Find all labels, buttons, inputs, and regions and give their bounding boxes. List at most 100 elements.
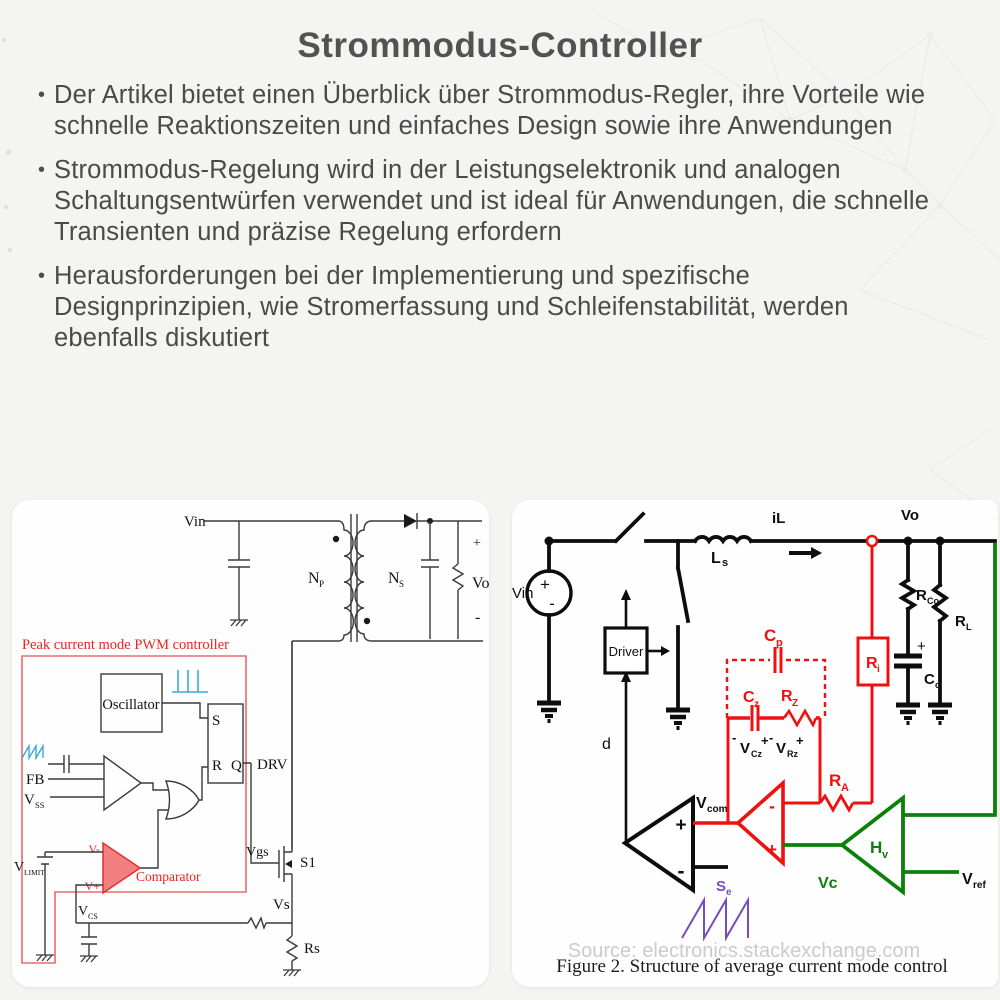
vcom-sub: com — [707, 804, 728, 815]
output-branches — [894, 539, 952, 723]
bullet-item: • Der Artikel bietet einen Überblick übe… — [38, 80, 933, 142]
bullet-list: • Der Artikel bietet einen Überblick übe… — [38, 80, 933, 367]
svg-text:V: V — [776, 740, 786, 757]
error-amp-triangle — [103, 754, 143, 812]
duty-label: d — [602, 736, 611, 753]
vlimit-sub: LIMIT — [24, 868, 45, 877]
sense-node — [865, 534, 879, 548]
latch-s-label: S — [212, 713, 220, 729]
se-label: S — [716, 878, 726, 895]
fb-label: FB — [26, 772, 44, 788]
se-sawtooth-waveform — [681, 896, 749, 942]
controller-box-outline — [21, 655, 247, 964]
vc-label: Vc — [818, 875, 838, 892]
bullet-text: Der Artikel bietet einen Überblick über … — [54, 81, 926, 140]
driver-label: Driver — [609, 644, 644, 659]
average-current-mode-diagram-card: + - Vin L s iL Vo Driver d + - V com S e… — [512, 500, 998, 987]
rz-sub: Z — [792, 698, 798, 709]
svg-text:+: + — [796, 733, 804, 748]
rl-label: R — [955, 613, 966, 630]
vin-label: Vin — [512, 585, 533, 602]
cp-sub: p — [776, 637, 783, 649]
out-minus-label: - — [475, 609, 480, 626]
oscillator-label: Oscillator — [102, 697, 159, 713]
or-gate — [164, 780, 200, 820]
vref-label: V — [962, 871, 973, 888]
bullet-text: Herausforderungen bei der Implementierun… — [54, 262, 849, 352]
svg-text:V: V — [740, 740, 750, 757]
clock-pulses-waveform — [172, 670, 208, 693]
source-minus: - — [549, 594, 555, 613]
rs-label: Rs — [304, 941, 320, 957]
controller-box-title: Peak current mode PWM controller — [22, 637, 229, 653]
cea-minus: - — [769, 796, 775, 816]
vss-sub: SS — [35, 800, 45, 810]
vo-label: Vo — [901, 507, 919, 524]
vin-label: Vin — [184, 514, 206, 530]
ra-sub: A — [841, 782, 849, 794]
np-label: N — [308, 570, 320, 587]
svg-text:-: - — [732, 730, 736, 745]
ra-label: R — [829, 771, 841, 790]
rco-sub: Co — [927, 596, 939, 606]
vss-label: V — [24, 792, 35, 808]
vcs-label: V — [78, 904, 88, 919]
average-current-mode-diagram: + - Vin L s iL Vo Driver d + - V com S e… — [512, 507, 997, 977]
vo-label: Vo — [472, 575, 489, 592]
cea-plus: + — [767, 840, 777, 859]
svg-text:Rz: Rz — [787, 749, 798, 759]
bullet-marker: • — [38, 265, 46, 287]
il-label: iL — [772, 510, 785, 527]
driver-arrows — [624, 598, 661, 843]
ls-label: L — [711, 550, 721, 567]
vcz-vrz-labels: - V Cz + - V Rz + — [732, 730, 804, 759]
ri-sub: i — [877, 664, 880, 675]
co-sub: o — [935, 680, 941, 690]
buck-power-stage — [525, 511, 997, 728]
source-plus: + — [540, 575, 550, 594]
co-label: C — [924, 671, 935, 688]
bullet-item: • Strommodus-Regelung wird in der Leistu… — [38, 155, 933, 248]
current-comparator-triangle — [102, 841, 142, 895]
bullet-marker: • — [38, 84, 46, 106]
cz-label: C — [743, 689, 755, 706]
vcom-label: V — [696, 795, 707, 812]
rco-label: R — [916, 587, 927, 604]
ns-sub: S — [399, 579, 404, 589]
latch-q-label: Q — [231, 758, 242, 774]
ns-label: N — [388, 570, 400, 587]
pwm-plus: + — [675, 815, 686, 836]
co-plus: + — [917, 638, 926, 655]
vref-sub: ref — [973, 880, 986, 891]
mosfet-s1 — [278, 641, 293, 923]
v-plus-label: V+ — [85, 879, 101, 893]
page-title: Strommodus-Controller — [297, 26, 703, 65]
vlimit-label: V — [14, 860, 24, 875]
cz-sub: z — [754, 699, 759, 710]
bullet-text: Strommodus-Regelung wird in der Leistung… — [54, 156, 930, 246]
source-watermark: Source: electronics.stackexchange.com — [568, 940, 920, 962]
peak-current-mode-diagram-card: Vin N P N S + Vo - Peak current mode PWM… — [12, 500, 489, 987]
se-sub: e — [726, 887, 732, 898]
hv-amp-triangle — [838, 794, 905, 896]
hv-sub: v — [882, 849, 889, 861]
figure-caption: Figure 2. Structure of average current m… — [556, 956, 947, 977]
rl-sub: L — [966, 622, 972, 632]
vs-label: Vs — [273, 897, 290, 913]
sr-latch-box — [207, 703, 244, 784]
bullet-marker: • — [38, 159, 46, 181]
latch-r-label: R — [212, 758, 222, 774]
svg-text:Cz: Cz — [751, 749, 762, 759]
out-plus-label: + — [473, 536, 481, 551]
peak-current-mode-diagram: Vin N P N S + Vo - Peak current mode PWM… — [14, 513, 489, 977]
rz-label: R — [781, 688, 793, 705]
vgs-label: Vgs — [246, 845, 269, 860]
ri-box — [856, 636, 890, 687]
v-minus-label: V- — [88, 842, 100, 856]
np-sub: P — [319, 579, 324, 589]
bullet-item: • Herausforderungen bei der Implementier… — [38, 261, 933, 354]
svg-text:+: + — [761, 733, 769, 748]
current-error-amp-triangle — [735, 778, 785, 868]
ramp-waveform-blue — [21, 743, 44, 761]
